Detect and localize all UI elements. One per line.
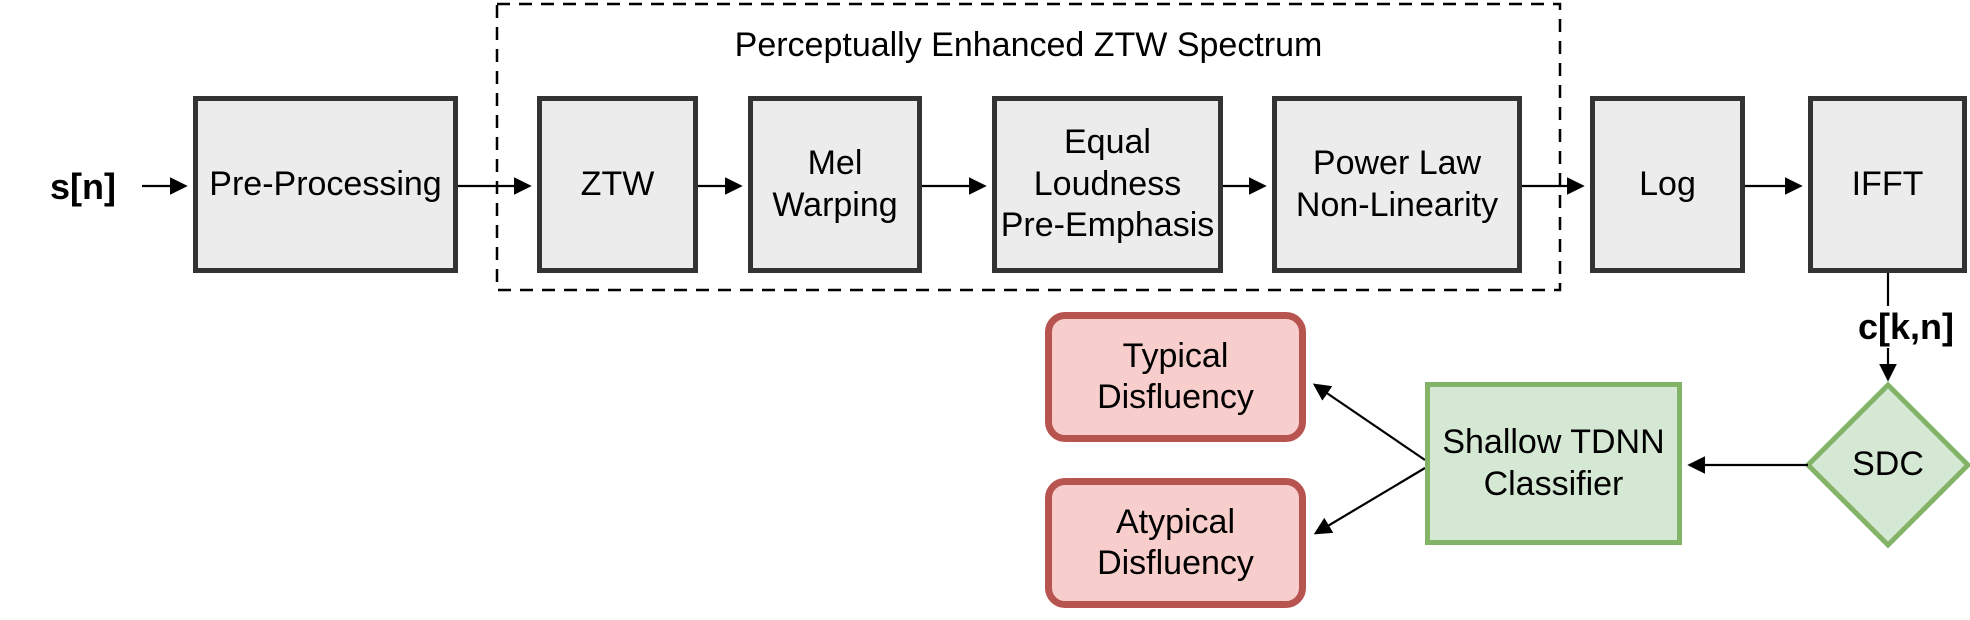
node-ztw: ZTW [537,96,698,273]
node-equal-loudness-label: Equal Loudness Pre-Emphasis [1000,123,1215,245]
node-pre-processing-label: Pre-Processing [209,164,442,203]
node-ifft-label: IFFT [1851,164,1924,203]
dashed-group-border [495,2,1562,292]
node-mel-warping-label: Mel Warping [772,144,898,224]
node-atypical-disfluency-label: Atypical Disfluency [1097,502,1254,582]
node-mel-warping: Mel Warping [748,96,922,273]
node-classifier: Shallow TDNN Classifier [1425,382,1682,545]
node-equal-loudness: Equal Loudness Pre-Emphasis [992,96,1223,273]
dashed-group-title: Perceptually Enhanced ZTW Spectrum [734,26,1323,64]
node-atypical-disfluency: Atypical Disfluency [1045,478,1306,608]
node-log-label: Log [1639,164,1696,203]
input-signal-label: s[n] [50,166,116,207]
node-pre-processing: Pre-Processing [193,96,458,273]
sdc-diamond-shape [1804,381,1970,549]
node-typical-disfluency-label: Typical Disfluency [1097,336,1254,416]
node-sdc: SDC [1808,385,1968,545]
arrow-classifier-to-atypical [1313,467,1426,535]
node-sdc-label: SDC [1852,445,1924,484]
node-ztw-label: ZTW [580,164,655,203]
node-typical-disfluency: Typical Disfluency [1045,312,1306,442]
arrow-classifier-to-typical [1312,383,1426,461]
node-log: Log [1590,96,1745,273]
node-ifft: IFFT [1808,96,1967,273]
coefficients-label: c[k,n] [1858,306,1955,347]
node-power-law: Power Law Non-Linearity [1272,96,1522,273]
node-classifier-label: Shallow TDNN Classifier [1442,423,1665,503]
node-power-law-label: Power Law Non-Linearity [1295,144,1499,224]
